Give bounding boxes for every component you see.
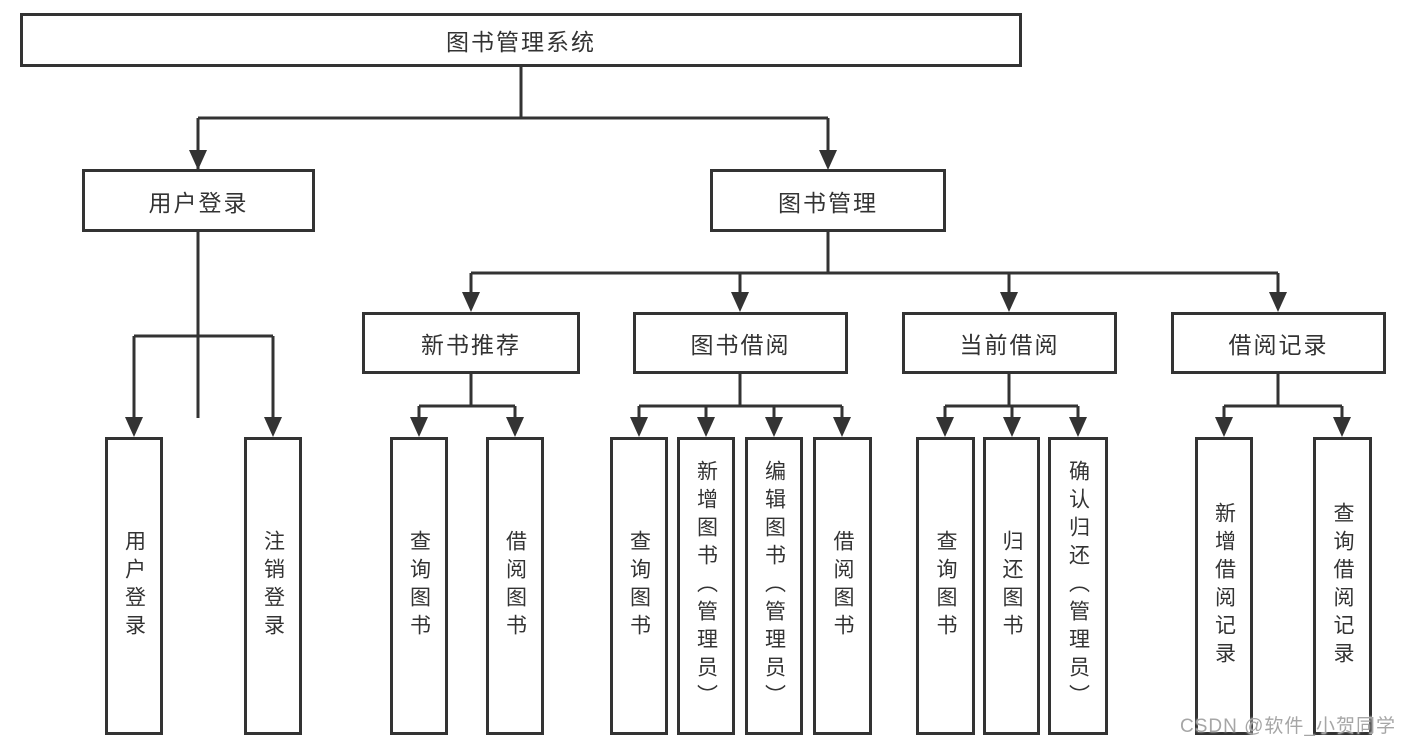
node-label: 用户登录 <box>122 530 146 642</box>
connector-book-management-to-level2 <box>462 231 1287 312</box>
node-label: 注销登录 <box>261 530 285 642</box>
node-new-book-recommend: 新书推荐 <box>362 312 580 374</box>
connector-root-to-level1 <box>189 66 837 418</box>
node-library-system: 图书管理系统 <box>20 13 1022 67</box>
node-borrowing-records: 借阅记录 <box>1171 312 1386 374</box>
node-query-books-borrowing: 查询图书 <box>610 437 668 735</box>
node-book-management: 图书管理 <box>710 169 946 232</box>
connector-new-book-recommend-to-leaves <box>410 373 524 437</box>
node-edit-books-admin: 编辑图书（管理员） <box>745 437 803 735</box>
node-label: 查询借阅记录 <box>1331 502 1354 670</box>
node-label: 查询图书 <box>627 530 651 642</box>
node-label: 查询图书 <box>934 530 957 642</box>
node-label: 新增图书（管理员） <box>694 460 718 712</box>
connector-book-borrowing-to-leaves <box>630 373 851 437</box>
node-return-books: 归还图书 <box>983 437 1040 735</box>
node-book-borrowing: 图书借阅 <box>633 312 848 374</box>
watermark: CSDN @软件_小贺同学 <box>1180 716 1396 737</box>
node-borrow-books-borrowing: 借阅图书 <box>813 437 872 735</box>
node-label: 新增借阅记录 <box>1212 502 1236 670</box>
node-add-books-admin: 新增图书（管理员） <box>677 437 735 735</box>
node-current-borrowing: 当前借阅 <box>902 312 1117 374</box>
node-borrow-books-recommend: 借阅图书 <box>486 437 544 735</box>
node-label: 编辑图书（管理员） <box>762 460 786 712</box>
connector-borrowing-records-to-leaves <box>1215 373 1351 437</box>
node-query-books-current: 查询图书 <box>916 437 975 735</box>
connector-user-login-to-leaves <box>125 231 282 437</box>
node-query-books-recommend: 查询图书 <box>390 437 448 735</box>
node-logout-leaf: 注销登录 <box>244 437 302 735</box>
node-label: 借阅图书 <box>503 530 527 642</box>
node-label: 确认归还（管理员） <box>1066 460 1090 712</box>
node-add-borrow-record: 新增借阅记录 <box>1195 437 1253 735</box>
node-label: 借阅图书 <box>831 530 854 642</box>
node-query-borrow-record: 查询借阅记录 <box>1313 437 1372 735</box>
connector-current-borrowing-to-leaves <box>936 373 1087 437</box>
node-user-login: 用户登录 <box>82 169 315 232</box>
node-user-login-leaf: 用户登录 <box>105 437 163 735</box>
node-confirm-return-admin: 确认归还（管理员） <box>1048 437 1108 735</box>
node-label: 归还图书 <box>1000 530 1023 642</box>
node-label: 查询图书 <box>407 530 431 642</box>
